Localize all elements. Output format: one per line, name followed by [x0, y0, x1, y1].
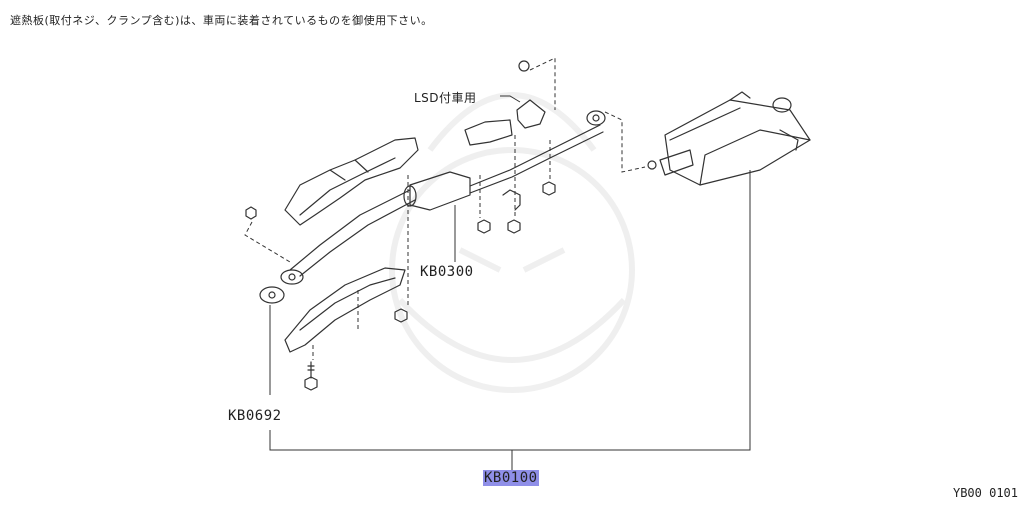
nuts — [245, 181, 556, 391]
part-code-center-pipe[interactable]: KB0300 — [420, 264, 474, 280]
watermark-logo — [389, 92, 635, 393]
figure-reference: YB00 0101 — [952, 486, 1018, 500]
main-muffler — [647, 91, 811, 186]
lsd-heat-shields — [464, 99, 546, 146]
part-code-assembly[interactable]: KB0100 — [483, 470, 539, 486]
part-leaders — [269, 95, 751, 470]
front-heat-shield-upper — [284, 137, 419, 226]
instruction-note: 遮熱板(取付ネジ、クランプ含む)は、車両に装着されているものを御使用下さい。 — [10, 14, 433, 27]
front-heat-shield-lower — [259, 267, 406, 353]
center-muffler — [403, 124, 604, 211]
lsd-label: LSD付車用 — [414, 91, 477, 105]
fastener-leaders — [244, 57, 646, 360]
part-code-front-pipe[interactable]: KB0692 — [228, 408, 282, 424]
rear-flange — [518, 60, 606, 126]
front-pipe-upper — [280, 189, 416, 285]
